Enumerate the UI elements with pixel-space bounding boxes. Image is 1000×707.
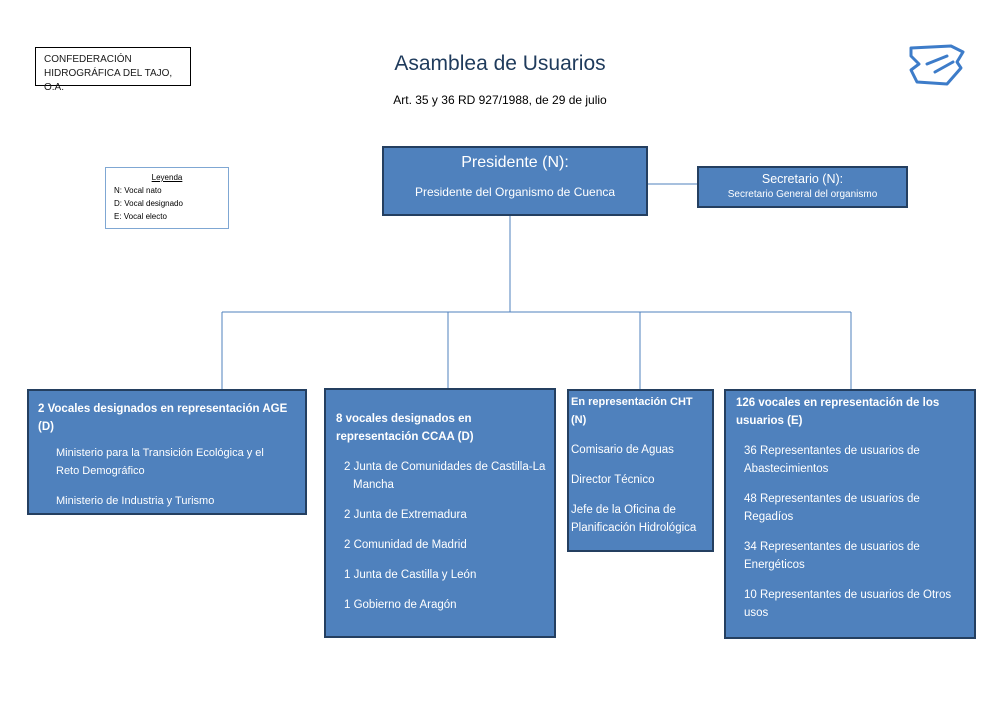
users-heading: 126 vocales en representación de los usu…	[736, 397, 940, 427]
users-item: 34 Representantes de usuarios de Energét…	[744, 541, 920, 571]
organization-name-line1: CONFEDERACIÓN	[44, 54, 132, 65]
ccaa-box: 8 vocales designados en representación C…	[324, 388, 556, 638]
logo-icon	[909, 44, 965, 86]
legend-item-nato: N: Vocal nato	[114, 186, 162, 195]
ccaa-item: 2 Junta de Extremadura	[344, 509, 467, 521]
age-item: Ministerio para la Transición Ecológica …	[56, 447, 264, 477]
secretary-box: Secretario (N): Secretario General del o…	[697, 166, 908, 208]
president-box: Presidente (N): Presidente del Organismo…	[382, 146, 648, 216]
ccaa-item: 2 Comunidad de Madrid	[344, 539, 467, 551]
users-item: 48 Representantes de usuarios de Regadío…	[744, 493, 920, 523]
organization-name-line2: HIDROGRÁFICA DEL TAJO, O.A.	[44, 68, 173, 93]
cht-heading: En representación CHT (N)	[571, 396, 693, 426]
page-title: Asamblea de Usuarios	[394, 52, 606, 75]
users-box: 126 vocales en representación de los usu…	[724, 389, 976, 639]
age-item: Ministerio de Industria y Turismo	[56, 495, 215, 507]
users-item: 10 Representantes de usuarios de Otros u…	[744, 589, 952, 619]
legend-item-designado: D: Vocal designado	[114, 199, 183, 208]
age-heading: 2 Vocales designados en representación A…	[38, 403, 288, 433]
legend: Leyenda N: Vocal nato D: Vocal designado…	[105, 167, 229, 229]
users-item: 36 Representantes de usuarios de Abastec…	[744, 445, 920, 475]
ccaa-item: 1 Junta de Castilla y León	[344, 569, 477, 581]
cht-box: En representación CHT (N) Comisario de A…	[567, 389, 714, 552]
secretary-subtitle: Secretario General del organismo	[727, 189, 878, 200]
ccaa-item: 1 Gobierno de Aragón	[344, 599, 457, 611]
cht-item: Comisario de Aguas	[571, 444, 674, 456]
cht-item: Jefe de la Oficina de Planificación Hidr…	[571, 504, 697, 534]
ccaa-heading: 8 vocales designados en representación C…	[336, 413, 474, 443]
legend-item-electo: E: Vocal electo	[114, 212, 167, 221]
cht-item: Director Técnico	[571, 474, 655, 486]
secretary-title: Secretario (N):	[761, 172, 844, 186]
president-subtitle: Presidente del Organismo de Cuenca	[414, 185, 616, 199]
organization-name-box: CONFEDERACIÓN HIDROGRÁFICA DEL TAJO, O.A…	[35, 47, 191, 93]
president-title: Presidente (N):	[461, 154, 569, 171]
age-box: 2 Vocales designados en representación A…	[27, 389, 307, 515]
ccaa-item: 2 Junta de Comunidades de Castilla-La Ma…	[344, 461, 546, 491]
page-subtitle: Art. 35 y 36 RD 927/1988, de 29 de julio	[393, 93, 607, 107]
legend-title: Leyenda	[151, 173, 183, 182]
